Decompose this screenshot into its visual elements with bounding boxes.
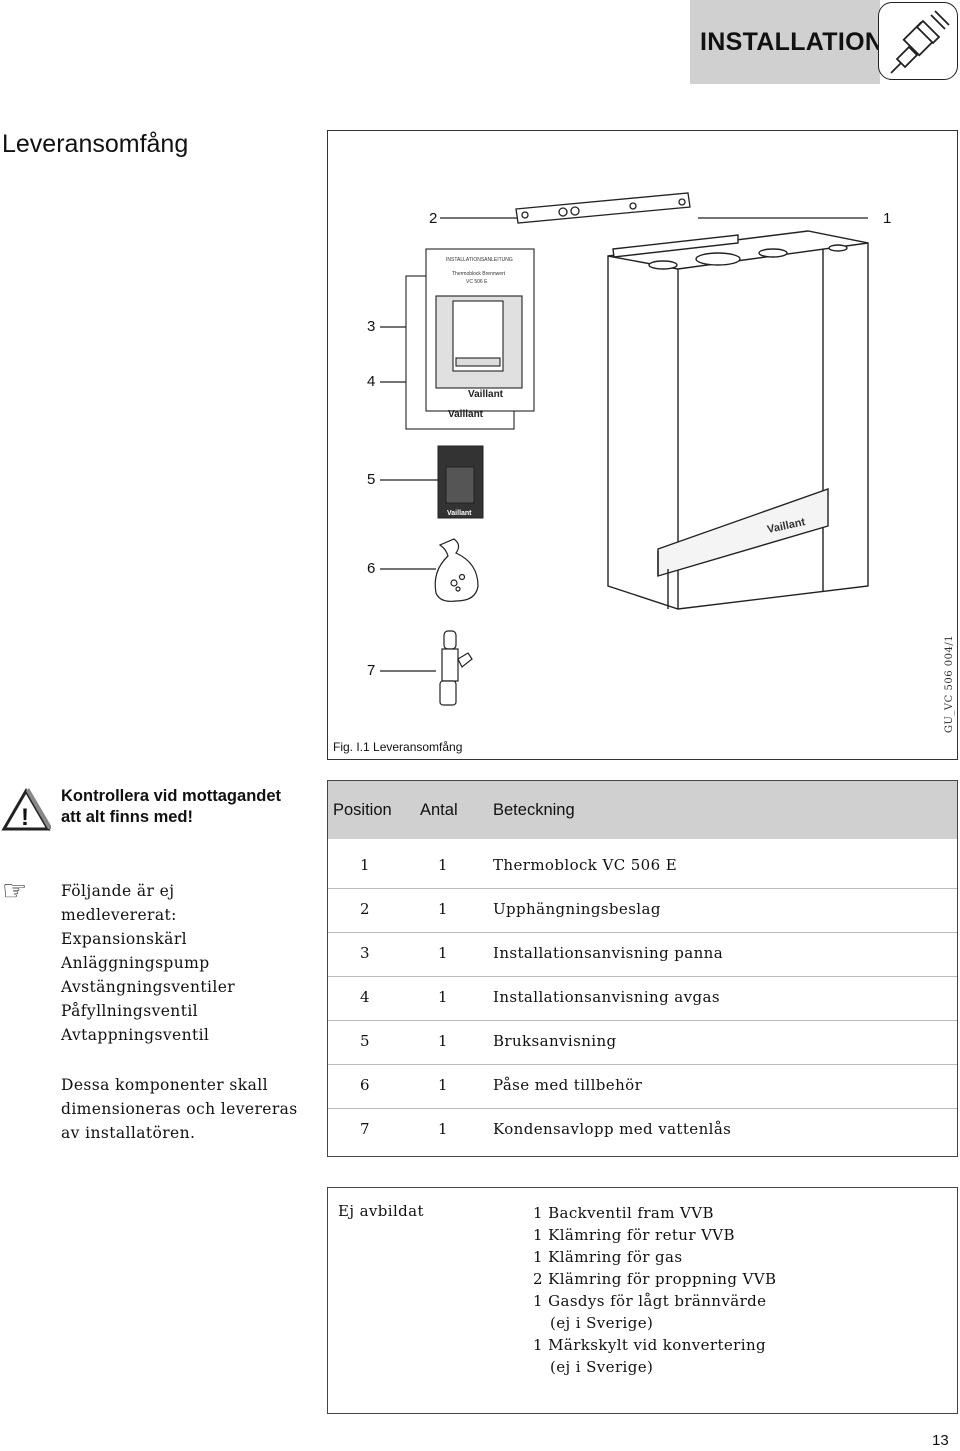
list-item: (ej i Sverige) [550, 1358, 654, 1376]
cell-position: 5 [360, 1032, 370, 1050]
header-bar [690, 0, 880, 84]
callout-6: 6 [367, 560, 376, 577]
cell-position: 6 [360, 1076, 370, 1094]
not-included-label: Ej avbildat [338, 1202, 424, 1220]
cell-beteckning: Installationsanvisning panna [493, 944, 724, 962]
figure-frame: Vaillant INSTALLATIONSANLEITUNG Thermobl… [327, 130, 958, 760]
cell-beteckning: Upphängningsbeslag [493, 900, 661, 918]
page-number: 13 [932, 1432, 949, 1449]
callout-2: 2 [429, 210, 438, 227]
note-line: medlevererat: [61, 906, 177, 924]
cell-antal: 1 [438, 1120, 448, 1138]
page-header-title: INSTALLATION [700, 28, 884, 56]
figure-code: GU_VC 506 004/1 [944, 634, 955, 733]
table-row: 3 1 Installationsanvisning panna [328, 932, 957, 977]
table-header: Position Antal Beteckning [328, 781, 957, 839]
brand-logo: Vaillant [468, 389, 504, 400]
table-row: 7 1 Kondensavlopp med vattenlås [328, 1108, 957, 1152]
delivery-scope-illustration: Vaillant INSTALLATIONSANLEITUNG Thermobl… [380, 192, 869, 706]
table-row: 5 1 Bruksanvisning [328, 1020, 957, 1065]
cell-beteckning: Kondensavlopp med vattenlås [493, 1120, 732, 1138]
callout-5: 5 [367, 471, 376, 488]
cell-beteckning: Påse med tillbehör [493, 1076, 643, 1094]
cell-position: 4 [360, 988, 370, 1006]
cell-beteckning: Installationsanvisning avgas [493, 988, 720, 1006]
installer-note: Dessa komponenter skall dimensioneras oc… [61, 1076, 298, 1142]
list-item: 1 Klämring för retur VVB [533, 1226, 735, 1244]
list-item: 1 Backventil fram VVB [533, 1204, 714, 1222]
manual-model-text: VC 506 E [466, 279, 488, 285]
callout-3: 3 [367, 318, 376, 335]
table-row: 4 1 Installationsanvisning avgas [328, 976, 957, 1021]
table-row: 6 1 Påse med tillbehör [328, 1064, 957, 1109]
manual-subtitle-text: Thermoblock Brennwert [452, 271, 506, 277]
not-included-list: 1 Backventil fram VVB 1 Klämring för ret… [533, 1202, 776, 1378]
header-position: Position [333, 801, 392, 819]
note-line: Expansionskärl [61, 930, 187, 948]
list-item: 1 Klämring för gas [533, 1248, 683, 1266]
delivery-table: Position Antal Beteckning 1 1 Thermobloc… [327, 780, 958, 1157]
cell-position: 3 [360, 944, 370, 962]
valve-icon [878, 2, 958, 80]
cell-position: 7 [360, 1120, 370, 1138]
cell-antal: 1 [438, 944, 448, 962]
cell-position: 2 [360, 900, 370, 918]
header-beteckning: Beteckning [493, 801, 575, 819]
warning-text: Kontrollera vid mottagandet att alt finn… [61, 787, 282, 826]
cell-beteckning: Bruksanvisning [493, 1032, 617, 1050]
cell-antal: 1 [438, 988, 448, 1006]
cell-antal: 1 [438, 856, 448, 874]
brand-logo-2: Vaillant [448, 409, 484, 420]
warning-icon: ! [1, 788, 53, 832]
pointing-hand-icon: ☞ [2, 875, 28, 906]
note-line: Följande är ej [61, 882, 175, 900]
figure-caption: Fig. I.1 Leveransomfång [333, 740, 463, 754]
note-line: Anläggningspump [61, 954, 210, 972]
callout-1: 1 [883, 210, 892, 227]
cell-antal: 1 [438, 1076, 448, 1094]
svg-text:!: ! [21, 804, 29, 831]
cell-antal: 1 [438, 900, 448, 918]
section-title: Leveransomfång [2, 130, 189, 158]
manual-title-text: INSTALLATIONSANLEITUNG [446, 257, 513, 263]
brand-logo-3: Vaillant [447, 510, 472, 517]
header-antal: Antal [420, 801, 458, 819]
list-item: 2 Klämring för proppning VVB [533, 1270, 777, 1288]
table-row: 2 1 Upphängningsbeslag [328, 888, 957, 933]
cell-antal: 1 [438, 1032, 448, 1050]
table-row: 1 1 Thermoblock VC 506 E [328, 844, 957, 889]
cell-beteckning: Thermoblock VC 506 E [493, 856, 678, 874]
note-line: Avtappningsventil [61, 1026, 210, 1044]
list-item: (ej i Sverige) [550, 1314, 654, 1332]
list-item: 1 Märkskylt vid konvertering [533, 1336, 767, 1354]
not-included-box: Ej avbildat 1 Backventil fram VVB 1 Kläm… [327, 1187, 958, 1414]
callout-4: 4 [367, 373, 376, 390]
callout-7: 7 [367, 662, 376, 679]
cell-position: 1 [360, 856, 370, 874]
not-supplied-list: Följande är ej medlevererat: Expansionsk… [61, 879, 301, 1047]
note-line: Avstängningsventiler [61, 978, 236, 996]
note-line: Påfyllningsventil [61, 1002, 199, 1020]
list-item: 1 Gasdys för lågt brännvärde [533, 1292, 767, 1310]
